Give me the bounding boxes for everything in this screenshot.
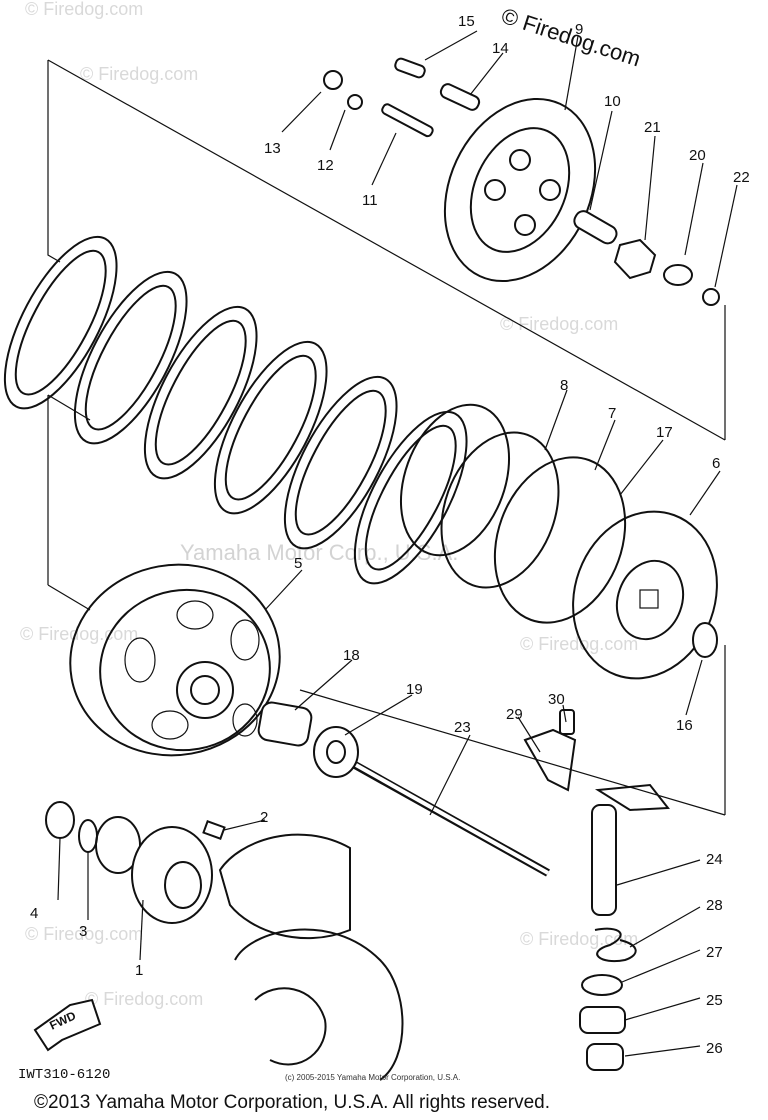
callout-30: 30 xyxy=(548,691,565,708)
callout-7: 7 xyxy=(608,405,616,422)
watermark: © Firedog.com xyxy=(520,634,638,654)
callout-3: 3 xyxy=(79,923,87,940)
primary-drive-gear xyxy=(45,801,226,924)
clutch-plates xyxy=(3,235,468,585)
forward-arrow: FWD xyxy=(33,998,102,1052)
callout-21: 21 xyxy=(644,119,661,136)
callout-22: 22 xyxy=(733,169,750,186)
part-callouts: 15 14 9 10 21 20 22 13 12 11 8 7 17 6 5 … xyxy=(30,13,750,1057)
callout-23: 23 xyxy=(454,719,471,736)
callout-6: 6 xyxy=(712,455,720,472)
callout-20: 20 xyxy=(689,147,706,164)
callout-28: 28 xyxy=(706,897,723,914)
callout-4: 4 xyxy=(30,905,38,922)
callout-12: 12 xyxy=(317,157,334,174)
callout-24: 24 xyxy=(706,851,723,868)
callout-9: 9 xyxy=(575,21,583,38)
callout-11: 11 xyxy=(362,192,378,209)
pressure-hardware xyxy=(323,57,720,306)
watermark-layer: © Firedog.com © Firedog.com © Firedog.co… xyxy=(20,0,638,1009)
push-lever-assembly xyxy=(523,709,670,1071)
pressure-plate xyxy=(443,97,597,283)
callout-1: 1 xyxy=(135,962,143,979)
firedog-watermark-top: © Firedog.com xyxy=(498,3,643,71)
callout-18: 18 xyxy=(343,647,360,664)
callout-lines xyxy=(57,30,738,1057)
callout-16: 16 xyxy=(676,717,693,734)
crankcase-sketch xyxy=(218,833,404,1081)
callout-8: 8 xyxy=(560,377,568,394)
clutch-housing xyxy=(69,563,281,757)
callout-14: 14 xyxy=(492,40,509,57)
watermark: © Firedog.com xyxy=(20,624,138,644)
callout-13: 13 xyxy=(264,140,281,157)
copyright-line: ©2013 Yamaha Motor Corporation, U.S.A. A… xyxy=(34,1092,550,1113)
watermark: © Firedog.com xyxy=(520,929,638,949)
callout-27: 27 xyxy=(706,944,723,961)
callout-10: 10 xyxy=(604,93,621,110)
callout-5: 5 xyxy=(294,555,302,572)
callout-15: 15 xyxy=(458,13,475,30)
credit-line: (c) 2005-2015 Yamaha Motor Corporation, … xyxy=(285,1073,460,1082)
assembly-frame xyxy=(47,59,726,816)
watermark: © Firedog.com xyxy=(500,314,618,334)
watermark: © Firedog.com xyxy=(25,0,143,19)
callout-19: 19 xyxy=(406,681,423,698)
callout-2: 2 xyxy=(260,809,268,826)
diagram-code: IWT310-6120 xyxy=(18,1067,110,1083)
watermark: © Firedog.com xyxy=(80,64,198,84)
callout-17: 17 xyxy=(656,424,673,441)
bushing-and-pushrod xyxy=(257,701,550,877)
watermark: © Firedog.com xyxy=(25,924,143,944)
clutch-boss xyxy=(399,403,718,680)
callout-29: 29 xyxy=(506,706,523,723)
watermark: © Firedog.com xyxy=(85,989,203,1009)
callout-26: 26 xyxy=(706,1040,723,1057)
callout-25: 25 xyxy=(706,992,723,1009)
